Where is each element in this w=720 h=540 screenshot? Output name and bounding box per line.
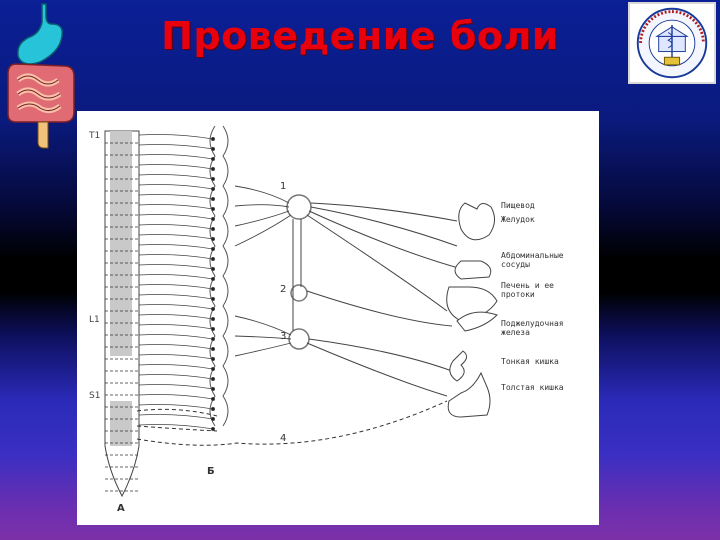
pathway-number-4: 4 xyxy=(280,433,287,444)
root-ganglion-dot xyxy=(210,207,215,212)
digestive-system-icon xyxy=(7,3,75,149)
root-ganglion-dot xyxy=(210,326,215,331)
root-ganglion-dot xyxy=(210,356,215,361)
organ-label-pancreas: Поджелудочная железа xyxy=(501,319,564,337)
root-ganglion-dot xyxy=(210,147,215,152)
root-ganglion-dot xyxy=(210,197,215,202)
root-ganglion-dot xyxy=(210,386,215,391)
segment-label-t1: T1 xyxy=(89,131,101,141)
organ-label-large-intestine: Толстая кишка xyxy=(501,383,564,392)
organ-label-stomach: Желудок xyxy=(501,215,535,224)
nerve-root-fiber xyxy=(138,354,214,360)
panel-label-a: А xyxy=(117,503,125,514)
pathway-number-1: 1 xyxy=(280,181,287,192)
nerve-root-fiber xyxy=(138,164,214,170)
nerve-root-fiber xyxy=(138,214,214,220)
root-ganglion-dot xyxy=(210,246,215,251)
pain-pathway-diagram: T1 L1 S1 1 2 3 4 А Б Пищевод Желудок Абд… xyxy=(77,111,599,525)
nerve-root-fiber xyxy=(138,154,214,160)
root-ganglion-dot xyxy=(210,256,215,261)
nerve-root-fiber xyxy=(138,384,214,390)
nerve-root-fiber xyxy=(138,234,214,240)
nerve-root-fiber xyxy=(138,424,214,430)
nerve-root-fiber xyxy=(138,264,214,270)
nerve-root-fiber xyxy=(138,144,214,150)
root-ganglion-dot xyxy=(210,306,215,311)
root-ganglion-dot xyxy=(210,366,215,371)
root-ganglion-dot xyxy=(210,376,215,381)
root-ganglion-dot xyxy=(210,406,215,411)
segment-label-s1: S1 xyxy=(89,391,101,401)
root-ganglion-dot xyxy=(210,187,215,192)
root-ganglion-dot xyxy=(210,316,215,321)
nerve-root-fiber xyxy=(138,344,214,350)
root-ganglion-dot xyxy=(210,426,215,431)
nerve-root-fiber xyxy=(138,244,214,250)
nerve-pathways-drawing xyxy=(104,125,498,498)
slide-title: Проведение боли xyxy=(161,14,559,58)
nerve-root-fiber xyxy=(138,294,214,300)
segment-label-l1: L1 xyxy=(89,315,100,325)
root-ganglion-dot xyxy=(210,266,215,271)
root-ganglion-dot xyxy=(210,396,215,401)
root-ganglion-dot xyxy=(210,336,215,341)
nerve-root-fiber xyxy=(138,184,214,190)
university-seal-logo xyxy=(628,2,716,84)
nerve-root-fiber xyxy=(138,274,214,280)
root-ganglion-dot xyxy=(210,276,215,281)
nerve-root-fiber xyxy=(138,194,214,200)
root-ganglion-dot xyxy=(210,136,215,141)
organ-label-small-intestine: Тонкая кишка xyxy=(501,357,559,366)
root-ganglion-dot xyxy=(210,296,215,301)
nerve-root-fiber xyxy=(138,404,214,410)
nerve-root-fiber xyxy=(138,204,214,210)
organ-label-abdominal-vessels: Абдоминальные сосуды xyxy=(501,251,564,269)
root-ganglion-dot xyxy=(210,157,215,162)
organ-label-esophagus: Пищевод xyxy=(501,201,535,210)
nerve-root-fiber xyxy=(138,394,214,400)
pathway-number-3: 3 xyxy=(280,331,287,342)
root-ganglion-dot xyxy=(210,286,215,291)
root-ganglion-dot xyxy=(210,167,215,172)
root-ganglion-dot xyxy=(210,227,215,232)
nerve-root-fiber xyxy=(138,134,214,140)
nerve-root-fiber xyxy=(138,174,214,180)
nerve-root-fiber xyxy=(138,254,214,260)
nerve-root-fiber xyxy=(138,314,214,320)
nerve-root-fiber xyxy=(138,374,214,380)
pathway-number-2: 2 xyxy=(280,284,287,295)
root-ganglion-dot xyxy=(210,237,215,242)
nerve-root-fiber xyxy=(138,414,214,420)
panel-label-b: Б xyxy=(207,466,215,477)
root-ganglion-dot xyxy=(210,177,215,182)
nerve-root-fiber xyxy=(138,284,214,290)
nerve-root-fiber xyxy=(138,364,214,370)
nerve-root-fiber xyxy=(138,334,214,340)
root-ganglion-dot xyxy=(210,346,215,351)
root-ganglion-dot xyxy=(210,217,215,222)
nerve-root-fiber xyxy=(138,224,214,230)
organ-label-liver: Печень и ее протоки xyxy=(501,281,554,299)
nerve-root-fiber xyxy=(138,304,214,310)
nerve-root-fiber xyxy=(138,324,214,330)
root-ganglion-dot xyxy=(210,416,215,421)
